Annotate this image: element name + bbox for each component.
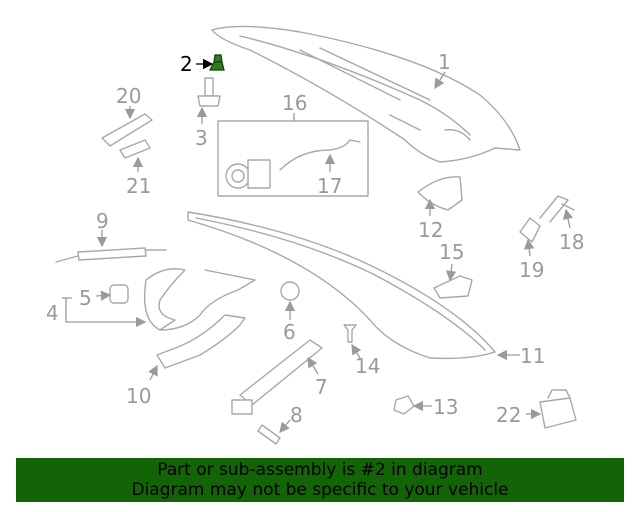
part-8-screw[interactable] [257,424,281,445]
part-4-hinge[interactable] [143,268,256,331]
part-5-bumper[interactable] [109,284,129,304]
callout-10[interactable]: 10 [126,384,151,408]
part-7-actuator[interactable] [231,339,323,415]
part-16-motor[interactable] [225,159,271,189]
callout-4[interactable]: 4 [46,301,59,325]
part-16-kit-box[interactable] [217,120,369,197]
callout-1[interactable]: 1 [438,50,451,74]
part-13-clip[interactable] [393,395,415,415]
leader-lines [62,58,574,433]
callout-17[interactable]: 17 [317,174,342,198]
part-17-cable[interactable] [279,139,361,171]
callout-6[interactable]: 6 [283,320,296,344]
part-19-sensor[interactable] [519,217,541,243]
callout-22[interactable]: 22 [496,403,521,427]
banner-line-1: Part or sub-assembly is #2 in diagram [157,460,483,480]
callout-14[interactable]: 14 [355,354,380,378]
part-14-clip[interactable] [343,324,357,343]
banner-line-2: Diagram may not be specific to your vehi… [131,480,509,500]
callout-18[interactable]: 18 [559,230,584,254]
part-1-rear-spoiler[interactable] [211,25,521,163]
callout-21[interactable]: 21 [126,174,151,198]
callout-9[interactable]: 9 [96,209,109,233]
part-20-switch[interactable] [101,113,153,147]
part-10-trim[interactable] [156,314,246,369]
callout-13[interactable]: 13 [433,395,458,419]
callout-19[interactable]: 19 [519,258,544,282]
part-22-module[interactable] [539,389,577,429]
part-3-bolt[interactable] [197,77,221,107]
callout-2[interactable]: 2 [180,52,193,76]
part-9-strut[interactable] [55,247,167,263]
callout-15[interactable]: 15 [439,240,464,264]
callout-11[interactable]: 11 [520,344,545,368]
callout-8[interactable]: 8 [290,403,303,427]
callout-20[interactable]: 20 [116,84,141,108]
callout-12[interactable]: 12 [418,218,443,242]
callout-5[interactable]: 5 [79,286,92,310]
part-15-bracket[interactable] [433,275,473,299]
part-6-cap[interactable] [280,281,300,301]
part-12-bracket[interactable] [417,176,463,211]
callout-7[interactable]: 7 [315,375,328,399]
info-banner: Part or sub-assembly is #2 in diagram Di… [16,458,624,502]
part-18-link[interactable] [539,195,575,223]
part-2-clip-highlighted[interactable] [209,54,225,71]
callout-16[interactable]: 16 [282,91,307,115]
part-11-weatherstrip[interactable] [187,211,496,360]
callout-3[interactable]: 3 [195,126,208,150]
part-21-switch[interactable] [119,139,151,159]
